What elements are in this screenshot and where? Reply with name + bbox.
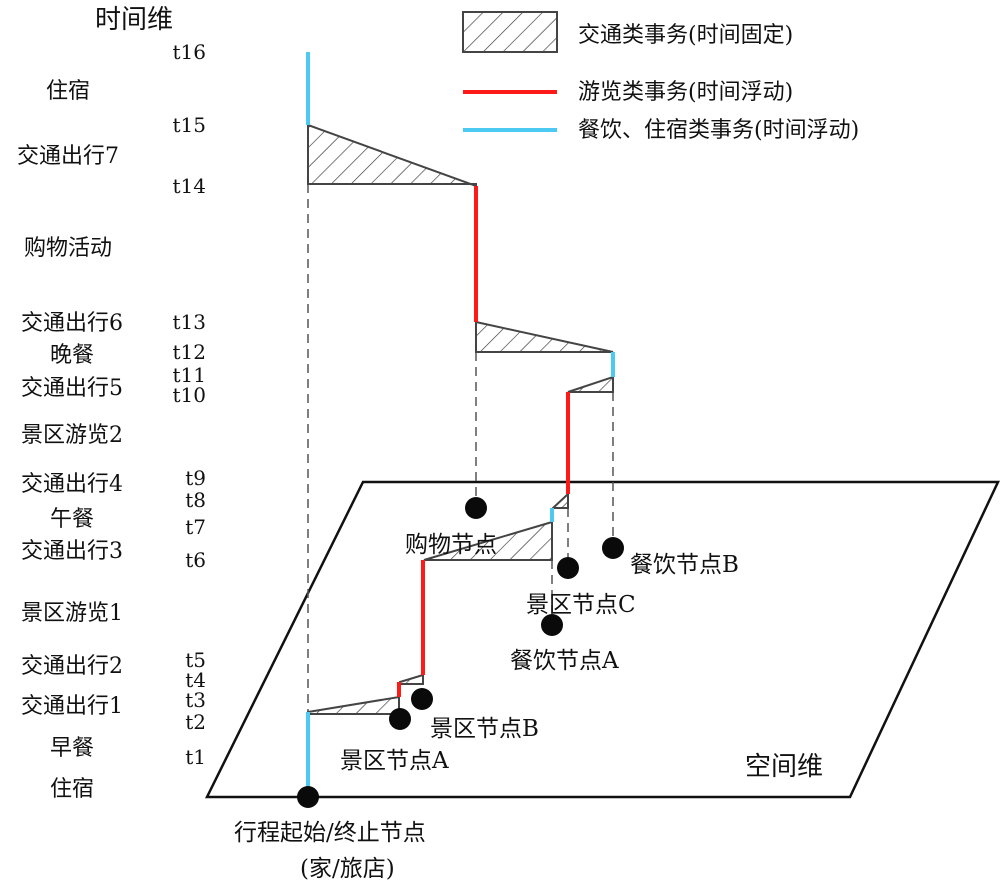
legend: 交通类事务(时间固定) 游览类事务(时间浮动) 餐饮、住宿类事务(时间浮动) [462, 11, 859, 143]
node-dining-b [602, 537, 624, 559]
activity-label: 交通出行7 [17, 144, 119, 169]
activity-label: 交通出行2 [21, 654, 123, 679]
transport-segment-5 [567, 375, 614, 393]
tick: t14 [173, 174, 207, 198]
space-plane [204, 480, 1000, 799]
label-shopping: 购物节点 [405, 532, 497, 558]
tick: t1 [185, 745, 206, 769]
label-scenic-b: 景区节点B [430, 716, 539, 742]
activity-label: 交通出行1 [21, 694, 123, 719]
transport-segment-4 [550, 491, 569, 509]
activity-labels: 住宿 交通出行7 购物活动 交通出行6 晚餐 交通出行5 景区游览2 交通出行4… [17, 79, 123, 802]
activity-label: 住宿 [46, 79, 90, 104]
activity-label: 午餐 [50, 507, 94, 532]
node-scenic-b [411, 688, 433, 710]
transport-segment-6 [475, 320, 614, 353]
legend-label-dining-lodging: 餐饮、住宿类事务(时间浮动) [578, 118, 859, 143]
legend-hatch-swatch [462, 11, 558, 53]
tick: t13 [173, 310, 207, 334]
tick: t10 [173, 383, 207, 407]
label-scenic-a: 景区节点A [340, 748, 449, 774]
label-origin-sub: (家/旅店) [300, 856, 395, 882]
tick: t7 [185, 515, 206, 539]
tick: t3 [185, 688, 206, 712]
activity-label: 购物活动 [24, 236, 112, 261]
label-scenic-c: 景区节点C [526, 592, 636, 618]
tick: t2 [185, 710, 206, 734]
label-origin: 行程起始/终止节点 [234, 820, 426, 846]
transport-segment-7 [307, 123, 477, 188]
activity-label: 交通出行4 [21, 472, 123, 497]
transport-segment-3 [423, 520, 553, 561]
time-axis-label: 时间维 [95, 5, 173, 35]
node-dining-a [541, 614, 563, 636]
node-origin [297, 786, 319, 808]
tick: t16 [173, 40, 207, 64]
tick: t11 [173, 363, 207, 387]
activity-label: 晚餐 [50, 343, 94, 368]
activity-label: 交通出行3 [21, 539, 123, 564]
tick: t4 [185, 668, 206, 692]
tick: t9 [185, 466, 206, 490]
tick: t12 [173, 340, 207, 364]
tick: t6 [185, 548, 206, 572]
tick: t8 [185, 488, 206, 512]
activity-label: 住宿 [50, 777, 94, 802]
label-dining-a: 餐饮节点A [510, 648, 619, 674]
node-shopping [465, 497, 487, 519]
activity-label: 景区游览2 [21, 423, 123, 448]
node-scenic-c [557, 557, 579, 579]
activity-label: 早餐 [50, 736, 94, 761]
transport-segment-2 [399, 673, 424, 685]
space-axis-label: 空间维 [745, 752, 823, 782]
activity-label: 交通出行6 [21, 311, 123, 336]
legend-label-transport: 交通类事务(时间固定) [578, 23, 793, 48]
transport-segment-1 [307, 695, 400, 715]
activity-label: 交通出行5 [21, 376, 123, 401]
legend-label-sightseeing: 游览类事务(时间浮动) [578, 80, 793, 105]
tick: t5 [185, 648, 206, 672]
time-ticks: t16 t15 t14 t13 t12 t11 t10 t9 t8 t7 t6 … [173, 40, 207, 769]
tick: t15 [173, 113, 207, 137]
label-dining-b: 餐饮节点B [630, 552, 739, 578]
activity-label: 景区游览1 [21, 601, 123, 626]
node-scenic-a [389, 708, 411, 730]
